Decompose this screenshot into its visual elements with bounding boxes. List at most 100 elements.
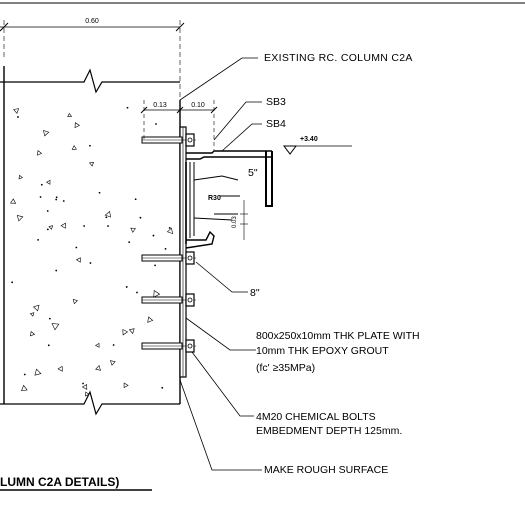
aggregate-mark [21, 384, 28, 392]
aggregate-mark [125, 286, 128, 288]
aggregate-mark [81, 383, 88, 390]
bolt [141, 293, 196, 307]
aggregate-mark [95, 365, 101, 371]
aggregate-mark [10, 198, 17, 204]
aggregate-mark [123, 382, 129, 389]
steel-plate [179, 126, 187, 378]
aggregate-mark [18, 174, 23, 180]
aggregate-mark [83, 225, 86, 227]
aggregate-mark [37, 238, 40, 241]
aggregate-mark [104, 210, 111, 218]
leader-lines [179, 57, 262, 471]
aggregate-mark [136, 291, 138, 294]
aggregate-mark [30, 331, 36, 337]
aggregate-mark [155, 123, 157, 125]
aggregate-mark [126, 106, 129, 109]
label-plate-line1: 800x250x10mm THK PLATE WITH [256, 330, 420, 342]
aggregate-mark [161, 386, 164, 389]
aggregate-mark [134, 198, 137, 201]
aggregate-mark [74, 122, 80, 129]
bolt [141, 251, 196, 265]
aggregate-mark [152, 234, 155, 237]
dimension-overall-width: 0.60 [85, 18, 99, 25]
chemical-bolts [141, 133, 196, 353]
aggregate-mark [122, 328, 129, 336]
label-sb4: SB4 [266, 118, 286, 130]
detail-title-text: LUMN C2A DETAILS) [0, 475, 119, 489]
aggregate-mark [153, 289, 161, 298]
aggregate-mark [89, 262, 92, 264]
bolt [141, 339, 196, 353]
aggregate-mark [94, 342, 100, 348]
level-top: +3.40 [300, 136, 318, 143]
aggregate-mark [46, 228, 49, 231]
aggregate-mark [62, 200, 65, 202]
dimension-plate-offset: 0.10 [191, 102, 205, 109]
aggregate-mark [55, 198, 58, 201]
aggregate-mark [46, 210, 49, 212]
aggregate-mark [85, 391, 90, 397]
aggregate-mark [48, 225, 54, 230]
aggregate-mark [168, 227, 171, 229]
aggregate-mark [57, 365, 63, 372]
aggregate-mark [89, 144, 91, 147]
aggregate-mark [128, 328, 135, 335]
overall-dimension: 0.60 [0, 18, 185, 100]
offset-dimensions: 0.13 0.10 [140, 100, 218, 150]
dimension-radius: R30 [208, 195, 221, 202]
dimension-small: 0.03 [232, 216, 238, 228]
aggregate-mark [75, 246, 78, 249]
label-existing-column: EXISTING RC. COLUMN C2A [264, 52, 413, 64]
aggregate-mark [72, 298, 78, 305]
aggregate-mark [67, 112, 73, 118]
aggregate-mark [89, 161, 95, 167]
aggregate-mark [11, 281, 14, 284]
aggregate-mark [29, 312, 35, 317]
aggregate-mark [112, 344, 115, 346]
label-bolts-line2: EMBEDMENT DEPTH 125mm. [256, 425, 402, 437]
aggregate-mark [147, 316, 154, 323]
aggregate-mark [37, 150, 43, 156]
aggregate-mark [105, 216, 108, 219]
bolt [141, 133, 196, 147]
aggregate-mark [32, 304, 40, 312]
aggregate-mark [154, 264, 156, 267]
aggregate-mark [16, 214, 24, 222]
aggregate-mark [60, 222, 66, 229]
aggregate-mark [34, 368, 42, 376]
aggregate-mark [47, 344, 50, 347]
aggregate-mark [39, 196, 42, 198]
aggregate-mark [43, 130, 50, 137]
label-sb3: SB3 [266, 96, 286, 108]
label-rough-surface: MAKE ROUGH SURFACE [264, 464, 388, 476]
aggregate-mark [23, 373, 26, 376]
beam-bracket [185, 150, 273, 249]
detail-title: LUMN C2A DETAILS) [0, 475, 152, 491]
label-depth-8: 8" [250, 287, 260, 299]
aggregate-mark [13, 108, 20, 114]
label-depth-5: 5" [248, 167, 258, 179]
aggregate-mark [98, 191, 101, 194]
aggregate-mark [71, 144, 77, 150]
aggregate-mark [51, 323, 60, 331]
concrete-aggregate-hatch [10, 106, 173, 397]
aggregate-mark [55, 269, 58, 272]
aggregate-mark [82, 382, 84, 385]
aggregate-mark [17, 116, 19, 118]
aggregate-mark [109, 360, 116, 366]
aggregate-mark [48, 317, 51, 320]
label-plate-line3: (fc' ≥35MPa) [256, 362, 315, 374]
aggregate-mark [166, 227, 173, 235]
label-bolts-line1: 4M20 CHEMICAL BOLTS [256, 411, 376, 423]
aggregate-mark [40, 183, 43, 186]
level-marker: +3.40 [283, 136, 352, 155]
aggregate-mark [130, 227, 136, 233]
aggregate-mark [139, 216, 142, 219]
dimension-bolt-offset: 0.13 [153, 102, 167, 109]
aggregate-mark [164, 248, 167, 250]
aggregate-mark [55, 196, 58, 199]
rc-column [0, 66, 181, 416]
aggregate-mark [107, 225, 109, 227]
aggregate-mark [128, 241, 131, 243]
